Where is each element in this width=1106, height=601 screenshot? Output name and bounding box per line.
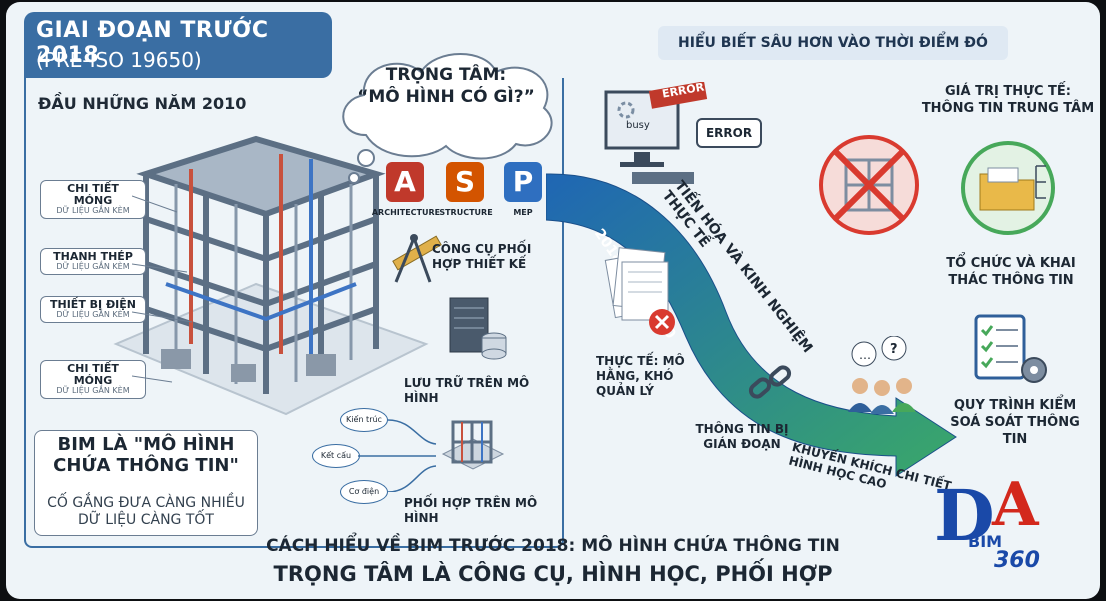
real-value-label: GIÁ TRỊ THỰC TẾ: THÔNG TIN TRUNG TÂM [921,84,1095,116]
thought-cloud-text: TRỌNG TÂM: “MÔ HÌNH CÓ GÌ?” [357,65,535,108]
callout-leader-lines [132,195,193,383]
building-illustration [113,135,429,416]
bim-definition-box: BIM LÀ "MÔ HÌNH CHỨA THÔNG TIN" CỐ GẮNG … [34,430,258,536]
broken-chain-icon [748,365,792,399]
callout-foundation-2: CHI TIẾT MÓNG DỮ LIỆU GẮN KÈM [40,360,146,399]
architecture-app-icon: A [386,162,424,202]
logo-360-text: 360 [994,548,1040,573]
messy-documents-icon [604,247,675,335]
storage-label: LƯU TRỮ TRÊN MÔ HÌNH [404,376,530,405]
bim360-logo: D A BIM 360 [934,470,1074,584]
header-line2: (PRE-ISO 19650) [36,48,202,72]
insight-title: HIỂU BIẾT SÂU HƠN VÀO THỜI ĐIỂM ĐÓ [658,26,1008,60]
server-database-icon [449,297,507,360]
checklist-gear-icon [974,314,1047,383]
coordinated-model-icon [441,420,505,470]
logo-a-letter: A [992,470,1039,540]
organize-label: TỔ CHỨC VÀ KHAI THÁC THÔNG TIN [946,256,1076,288]
header-line1: GIAI ĐOẠN TRƯỚC 2018 [36,18,269,68]
thought-cloud-icon [342,53,553,184]
architecture-app-label: ARCHITECTURE [371,208,441,217]
coordination-arrows [358,419,437,492]
busy-label: busy [626,120,650,131]
broken-info-label: THÔNG TIN BỊ GIÁN ĐOẠN [695,422,789,451]
tools-label: CÔNG CỤ PHỐI HỢP THIẾT KẾ [432,242,532,271]
error-bubble: ERROR [696,118,762,148]
era-label: ĐẦU NHỮNG NĂM 2010 [38,94,247,113]
computer-error-icon [604,82,708,184]
structure-app-icon: S [446,162,484,202]
process-label: QUY TRÌNH KIỂM SOÁ SOÁT THÔNG TIN [950,398,1080,447]
confused-people-icon: … ? [848,336,916,414]
crossed-model-icon [819,135,919,235]
coordination-label: PHỐI HỢP TRÊN MÔ HÌNH [404,496,538,525]
left-panel-frame [24,78,564,548]
caption-line1: CÁCH HIỂU VỀ BIM TRƯỚC 2018: MÔ HÌNH CHỨ… [266,536,840,556]
logo-d-letter: D [934,474,995,557]
bim-definition-title: BIM LÀ "MÔ HÌNH CHỨA THÔNG TIN" [53,434,239,476]
reality-label: THỰC TẾ: MÔ HẰNG, KHÓ QUẢN LÝ [596,354,685,398]
callout-foundation-1: CHI TIẾT MÓNG DỮ LIỆU GẮN KÈM [40,180,146,219]
mep-app-icon: P [504,162,542,202]
organized-folder-icon [961,141,1055,235]
svg-text:?: ? [890,342,898,357]
compass-ruler-icon [392,234,442,283]
svg-text:…: … [859,348,871,362]
mep-app-label: MEP [513,208,533,217]
caption-line2: TRỌNG TÂM LÀ CÔNG CỤ, HÌNH HỌC, PHỐI HỢP [273,562,833,586]
discipline-structure: Kết cấu [312,444,360,468]
discipline-mep: Cơ điện [340,480,388,504]
infographic-canvas: GIAI ĐOẠN TRƯỚC 2018 (PRE-ISO 19650) ĐẦU… [6,2,1100,599]
callout-steel-bar: THANH THÉP DỮ LIỆU GẮN KÈM [40,248,146,275]
header-box: GIAI ĐOẠN TRƯỚC 2018 (PRE-ISO 19650) [24,12,332,78]
structure-app-label: STRUCTURE [439,208,493,217]
logo-bim-text: BIM [968,532,1003,551]
discipline-architecture: Kiến trúc [340,408,388,432]
callout-electrical: THIẾT BỊ ĐIỆN DỮ LIỆU GẮN KÈM [40,296,146,323]
bim-definition-sub: CỐ GẮNG ĐƯA CÀNG NHIỀU DỮ LIỆU CÀNG TỐT [47,495,245,528]
